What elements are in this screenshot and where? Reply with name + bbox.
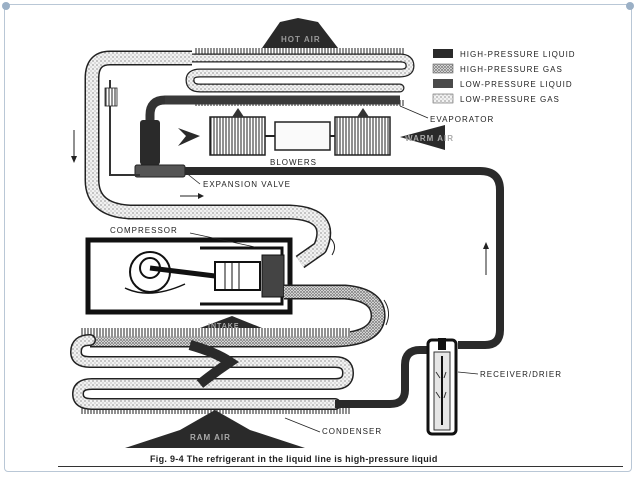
compressor: COMPRESSOR (85, 226, 336, 315)
blower-motor (274, 121, 331, 151)
blower-left (209, 116, 266, 156)
expansion-valve: EXPANSION VALVE (104, 80, 291, 189)
legend-swatch-high-pressure-gas (432, 63, 454, 74)
legend-label-high-pressure-liquid: HIGH-PRESSURE LIQUID (460, 50, 576, 59)
corner-dot-top-left (2, 2, 10, 10)
legend-label-low-pressure-gas: LOW-PRESSURE GAS (460, 95, 560, 104)
receiver-drier: RECEIVER/DRIER (426, 338, 562, 436)
warm-air-label: WARM AIR (405, 134, 454, 143)
legend-swatch-low-pressure-liquid (433, 79, 453, 88)
ram-air-label: RAM AIR (190, 433, 231, 442)
evaporator-coil (165, 48, 415, 106)
expansion-valve-label: EXPANSION VALVE (203, 180, 291, 189)
liquid-line (185, 167, 504, 349)
receiver-drier-label: RECEIVER/DRIER (480, 370, 562, 379)
footer-rule (58, 466, 623, 467)
intake-label: INTAKE (208, 323, 240, 330)
figure-caption: Fig. 9-4 The refrigerant in the liquid l… (150, 454, 438, 464)
hot-air-arrow: HOT AIR (262, 18, 338, 48)
ram-air-arrow: RAM AIR (125, 410, 305, 448)
blowers-label: BLOWERS (270, 158, 317, 167)
legend: HIGH-PRESSURE LIQUID HIGH-PRESSURE GAS L… (432, 49, 576, 104)
corner-dot-top-right (626, 2, 634, 10)
blower-assembly: BLOWERS WARM AIR (178, 108, 454, 167)
legend-label-low-pressure-liquid: LOW-PRESSURE LIQUID (460, 80, 573, 89)
condenser-label: CONDENSER (322, 427, 382, 436)
compressor-label: COMPRESSOR (110, 226, 178, 235)
evaporator-label: EVAPORATOR (430, 115, 494, 124)
blower-right (334, 116, 391, 156)
suction-line (71, 50, 332, 269)
discharge-line (90, 284, 390, 348)
legend-swatch-low-pressure-gas (432, 93, 454, 104)
intake-arrow: INTAKE (200, 316, 262, 330)
legend-label-high-pressure-gas: HIGH-PRESSURE GAS (460, 65, 563, 74)
slide-frame (4, 4, 632, 472)
legend-swatch-high-pressure-liquid (433, 49, 453, 58)
hot-air-label: HOT AIR (281, 35, 321, 44)
